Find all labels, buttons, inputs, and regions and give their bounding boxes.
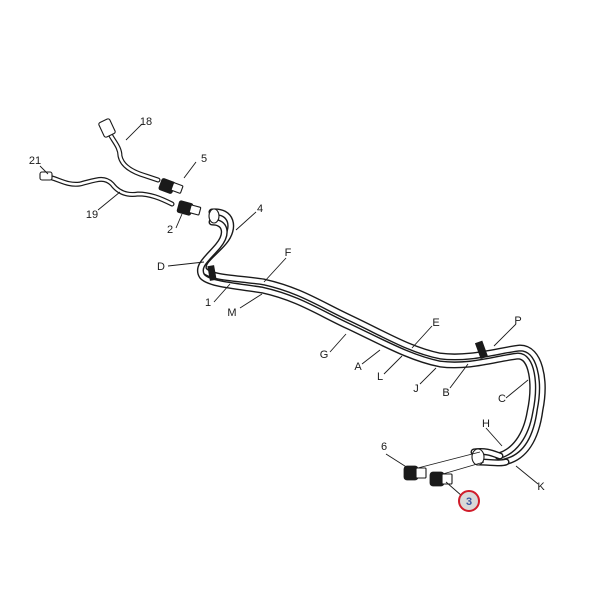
callout-p-label[interactable]: P [514,315,521,327]
fitting-6 [403,465,427,481]
fitting-3 [429,471,453,487]
callout-d-label[interactable]: D [157,261,165,273]
leader-lines [39,123,539,497]
callout-4-label[interactable]: 4 [257,203,263,215]
callout-a-label[interactable]: A [354,361,362,373]
callout-labels: 18 21 5 19 2 4D F 1M E P G A L J B C H 6K [29,116,545,493]
callout-g-label[interactable]: G [320,349,329,361]
fitting-2 [176,200,202,216]
callout-e-label[interactable]: E [432,317,439,329]
callout-6-label[interactable]: 6 [381,441,387,453]
callout-b-label[interactable]: B [442,387,449,399]
fitting-5 [158,178,184,194]
callout-1-label[interactable]: 1 [205,297,211,309]
connector-21 [39,171,53,181]
tube-end-fitting [208,208,220,224]
highlighted-callout[interactable]: 3 [458,490,480,512]
highlight-ring [458,490,480,512]
callout-c-label[interactable]: C [498,393,506,405]
callout-19-label[interactable]: 19 [86,209,98,221]
main-tube-assembly [197,208,546,467]
callout-h-label[interactable]: H [482,418,490,430]
line-18 [98,118,161,183]
callout-2-label[interactable]: 2 [167,224,173,236]
callout-3-label[interactable]: 3 [466,496,472,508]
callout-5-label[interactable]: 5 [201,153,207,165]
callout-21-label[interactable]: 21 [29,155,41,167]
line-21-19 [39,171,175,207]
tube-clip [474,340,489,360]
callout-f-label[interactable]: F [285,247,292,259]
callout-j-label[interactable]: J [413,383,419,395]
connector-18 [98,118,116,138]
callout-m-label[interactable]: M [227,307,236,319]
callout-k-label[interactable]: K [537,481,545,493]
tube-clip [207,265,217,281]
callout-18-label[interactable]: 18 [140,116,152,128]
callout-l-label[interactable]: L [377,371,383,383]
